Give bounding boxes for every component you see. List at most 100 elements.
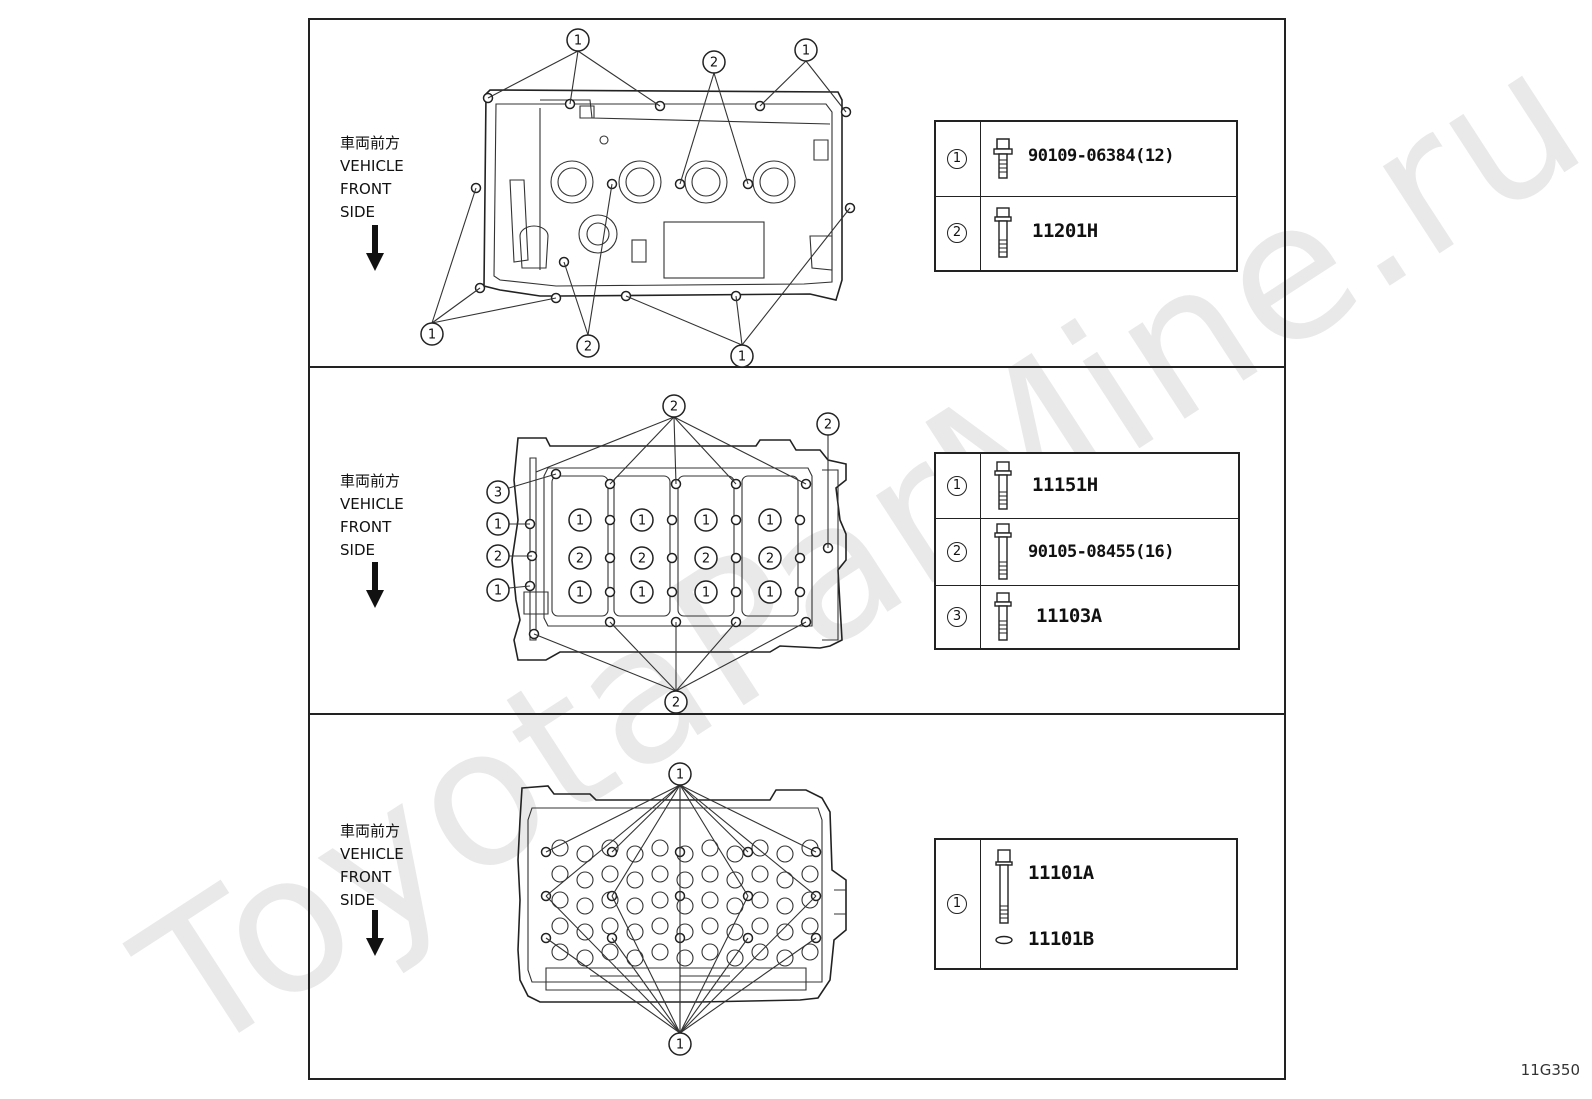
leader-line: [735, 295, 743, 346]
leader-line: [508, 585, 531, 589]
callout-marker: 1: [668, 1032, 692, 1056]
port-hole: [651, 839, 669, 857]
svg-text:1: 1: [676, 768, 684, 783]
leader-line: [563, 261, 589, 336]
bolt-hole-marker: [604, 514, 616, 526]
parts-table-middle: 1 11151H 2 90105-08455(16) 3: [934, 452, 1240, 650]
port-hole: [726, 845, 744, 863]
port-hole: [701, 943, 719, 961]
part-code: 11103A: [1036, 605, 1102, 627]
port-hole: [576, 923, 594, 941]
svg-text:1: 1: [494, 584, 502, 599]
svg-text:1: 1: [766, 586, 774, 601]
svg-text:1: 1: [738, 350, 746, 365]
port-hole: [751, 891, 769, 909]
leader-line: [741, 207, 851, 346]
leader-line: [609, 621, 677, 692]
leader-line: [545, 937, 681, 1034]
svg-text:1: 1: [638, 514, 646, 529]
bolt-hole-marker: [604, 586, 616, 598]
callout-marker: 1: [566, 28, 590, 52]
leader-line: [609, 416, 675, 485]
callout-marker: 1: [420, 322, 444, 346]
svg-text:2: 2: [702, 552, 710, 567]
svg-text:1: 1: [702, 514, 710, 529]
bolt-hole-marker: [794, 552, 806, 564]
leader-line: [805, 60, 847, 113]
callout-marker: 2: [486, 544, 510, 568]
port-hole: [751, 865, 769, 883]
port-hole: [801, 865, 819, 883]
svg-text:2: 2: [766, 552, 774, 567]
port-hole: [701, 917, 719, 935]
callout-number: 1: [947, 149, 967, 169]
port-hole: [676, 871, 694, 889]
port-hole: [601, 917, 619, 935]
svg-text:1: 1: [576, 514, 584, 529]
callout-marker: 1: [730, 344, 754, 368]
callout-marker: 2: [568, 546, 592, 570]
port-hole: [601, 865, 619, 883]
callout-marker: 1: [630, 580, 654, 604]
bolt-hole-marker: [666, 514, 678, 526]
leader-line: [611, 937, 681, 1034]
leader-line: [679, 895, 749, 1034]
leader-line: [611, 784, 681, 897]
port-hole: [776, 923, 794, 941]
callout-marker: 1: [758, 508, 782, 532]
part-code: 90105-08455(16): [1028, 542, 1175, 562]
svg-text:2: 2: [710, 56, 718, 71]
bolt-hole-marker: [666, 586, 678, 598]
port-hole: [776, 845, 794, 863]
port-hole: [601, 943, 619, 961]
leader-line: [535, 416, 675, 473]
bolt-hole-marker: [730, 514, 742, 526]
leader-line: [431, 287, 481, 324]
callout-marker: 1: [758, 580, 782, 604]
leader-line: [673, 416, 807, 485]
leader-line: [759, 60, 807, 107]
port-hole: [551, 839, 569, 857]
port-hole: [776, 897, 794, 915]
parts-row: 1 11151H: [936, 454, 1238, 519]
port-hole: [651, 865, 669, 883]
part-code: 11101A: [1028, 862, 1094, 884]
callout-marker: 1: [630, 508, 654, 532]
port-hole: [626, 871, 644, 889]
callout-marker: 1: [568, 508, 592, 532]
parts-row: 2 11201H: [936, 196, 1236, 270]
leader-line: [577, 50, 661, 107]
leader-line: [679, 784, 749, 853]
flange-bolt-icon: [994, 461, 1012, 510]
leader-line: [675, 621, 807, 692]
port-hole: [651, 891, 669, 909]
svg-text:1: 1: [494, 518, 502, 533]
callout-marker: 2: [576, 334, 600, 358]
port-hole: [776, 949, 794, 967]
figure-code: 11G350: [1520, 1061, 1580, 1079]
leader-line: [679, 937, 817, 1034]
callout-number: 1: [947, 476, 967, 496]
svg-text:1: 1: [574, 34, 582, 49]
parts-row: 3 11103A: [936, 585, 1238, 648]
bolt-hole-marker: [794, 586, 806, 598]
port-hole: [751, 917, 769, 935]
bolt-hole-marker: [730, 552, 742, 564]
bolt-hole-marker: [730, 586, 742, 598]
port-hole: [726, 949, 744, 967]
port-hole: [551, 943, 569, 961]
port-hole: [551, 917, 569, 935]
port-hole: [701, 865, 719, 883]
leader-line: [675, 621, 737, 692]
port-hole: [751, 839, 769, 857]
leader-line: [487, 50, 579, 99]
part-code: 11201H: [1032, 220, 1098, 242]
port-hole: [626, 923, 644, 941]
port-hole: [576, 871, 594, 889]
leader-line: [679, 784, 817, 853]
part-code: 90109-06384(12): [1028, 146, 1175, 166]
leader-line: [508, 473, 557, 489]
leader-line: [679, 72, 715, 185]
